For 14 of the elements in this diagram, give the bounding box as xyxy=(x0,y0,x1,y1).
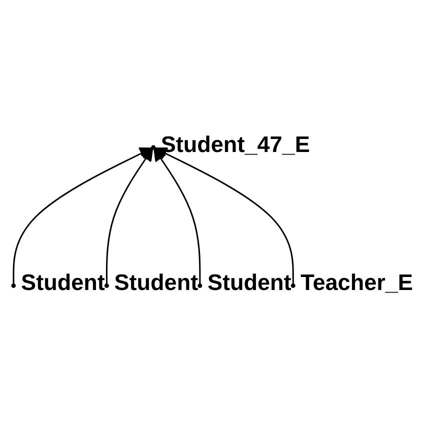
node-dot xyxy=(104,283,109,288)
node-dot xyxy=(198,283,202,288)
node-label: Student xyxy=(207,270,292,296)
node-label: Student xyxy=(21,270,105,296)
node-label: Student xyxy=(114,270,198,296)
node-dot xyxy=(290,283,296,288)
arrow xyxy=(12,147,153,284)
arrow xyxy=(154,147,294,284)
node-dot xyxy=(11,283,16,288)
arrow xyxy=(106,148,154,284)
node-label: Teacher_E xyxy=(300,270,413,296)
node-dot xyxy=(151,145,156,150)
arrow xyxy=(154,148,201,284)
node-label: Student_47_E xyxy=(160,132,310,157)
